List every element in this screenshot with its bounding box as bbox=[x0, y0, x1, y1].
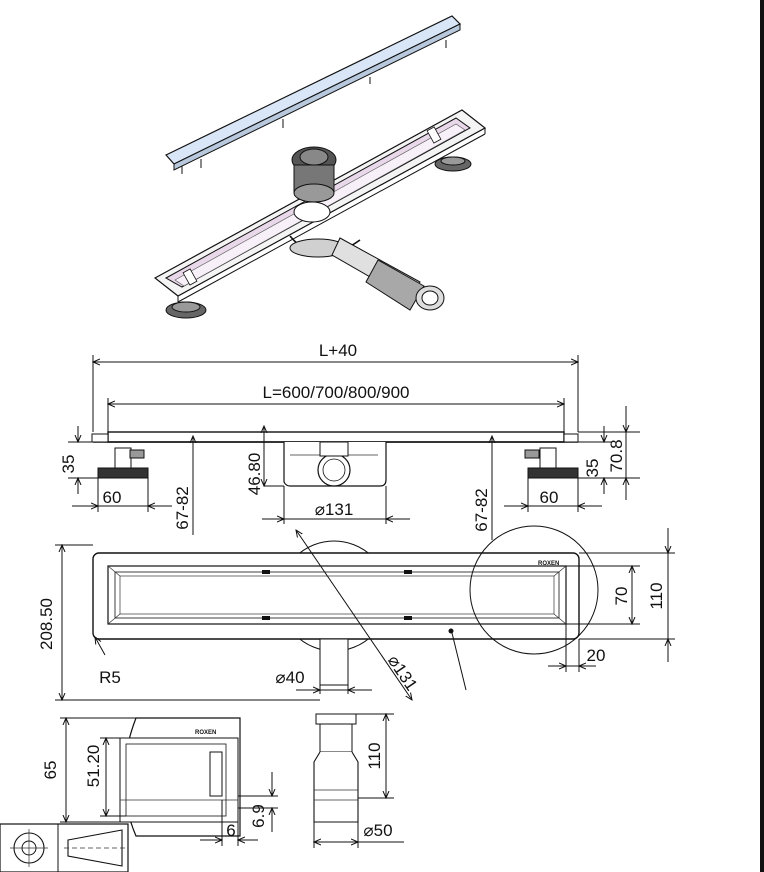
dim-pipe-diameter: ⌀50 bbox=[363, 821, 392, 840]
dim-adjust-left: 67-82 bbox=[173, 486, 192, 529]
projection-symbol bbox=[0, 823, 129, 872]
dim-adjust-right: 67-82 bbox=[472, 488, 491, 531]
dim-channel-width: 70 bbox=[612, 587, 631, 606]
dim-foot-height-left: 35 bbox=[59, 455, 78, 474]
dim-corner-radius: R5 bbox=[99, 668, 121, 687]
isometric-view bbox=[153, 15, 487, 319]
dim-outlet-diameter: ⌀40 bbox=[275, 668, 304, 687]
dimension-labels: L+40 L=600/700/800/900 35 35 70.8 46.80 … bbox=[37, 341, 666, 840]
dim-body-width: 110 bbox=[647, 582, 666, 609]
dim-foot-width-left: 60 bbox=[103, 488, 122, 507]
dim-detail-height: 65 bbox=[41, 761, 60, 780]
dim-overall-height: 70.8 bbox=[607, 439, 626, 472]
foot-left bbox=[165, 301, 207, 319]
dim-length-options: L=600/700/800/900 bbox=[262, 383, 409, 402]
foot-right bbox=[434, 156, 472, 172]
dim-detail-inner: 51.20 bbox=[84, 745, 103, 788]
front-foot-left bbox=[97, 447, 149, 479]
dim-outlet-height: 46.80 bbox=[245, 453, 264, 496]
front-foot-right bbox=[524, 447, 579, 479]
brand-logo-detail: ROXEN bbox=[195, 730, 216, 736]
dim-detail-gap: 6.9 bbox=[249, 804, 268, 828]
dim-foot-height-right: 35 bbox=[583, 459, 602, 478]
dim-total-length: L+40 bbox=[319, 341, 357, 360]
pipe-view bbox=[314, 714, 404, 848]
dim-body-diameter: ⌀131 bbox=[315, 500, 354, 519]
cover-grate bbox=[165, 15, 462, 174]
right-edge-bar bbox=[760, 0, 764, 872]
brand-logo-plan: ROXEN bbox=[538, 561, 559, 567]
dim-foot-width-right: 60 bbox=[540, 488, 559, 507]
front-elevation bbox=[68, 355, 640, 540]
plan-view: ROXEN bbox=[55, 525, 675, 700]
dim-plan-width: 208.50 bbox=[37, 598, 56, 650]
dim-diag-diameter: ⌀131 bbox=[384, 652, 421, 695]
detail-view: ROXEN bbox=[60, 718, 278, 846]
dim-edge-offset: 20 bbox=[587, 646, 606, 665]
drain-channel bbox=[153, 109, 487, 319]
dim-pipe-length: 110 bbox=[365, 742, 384, 769]
dim-detail-edge: 6 bbox=[226, 821, 235, 840]
